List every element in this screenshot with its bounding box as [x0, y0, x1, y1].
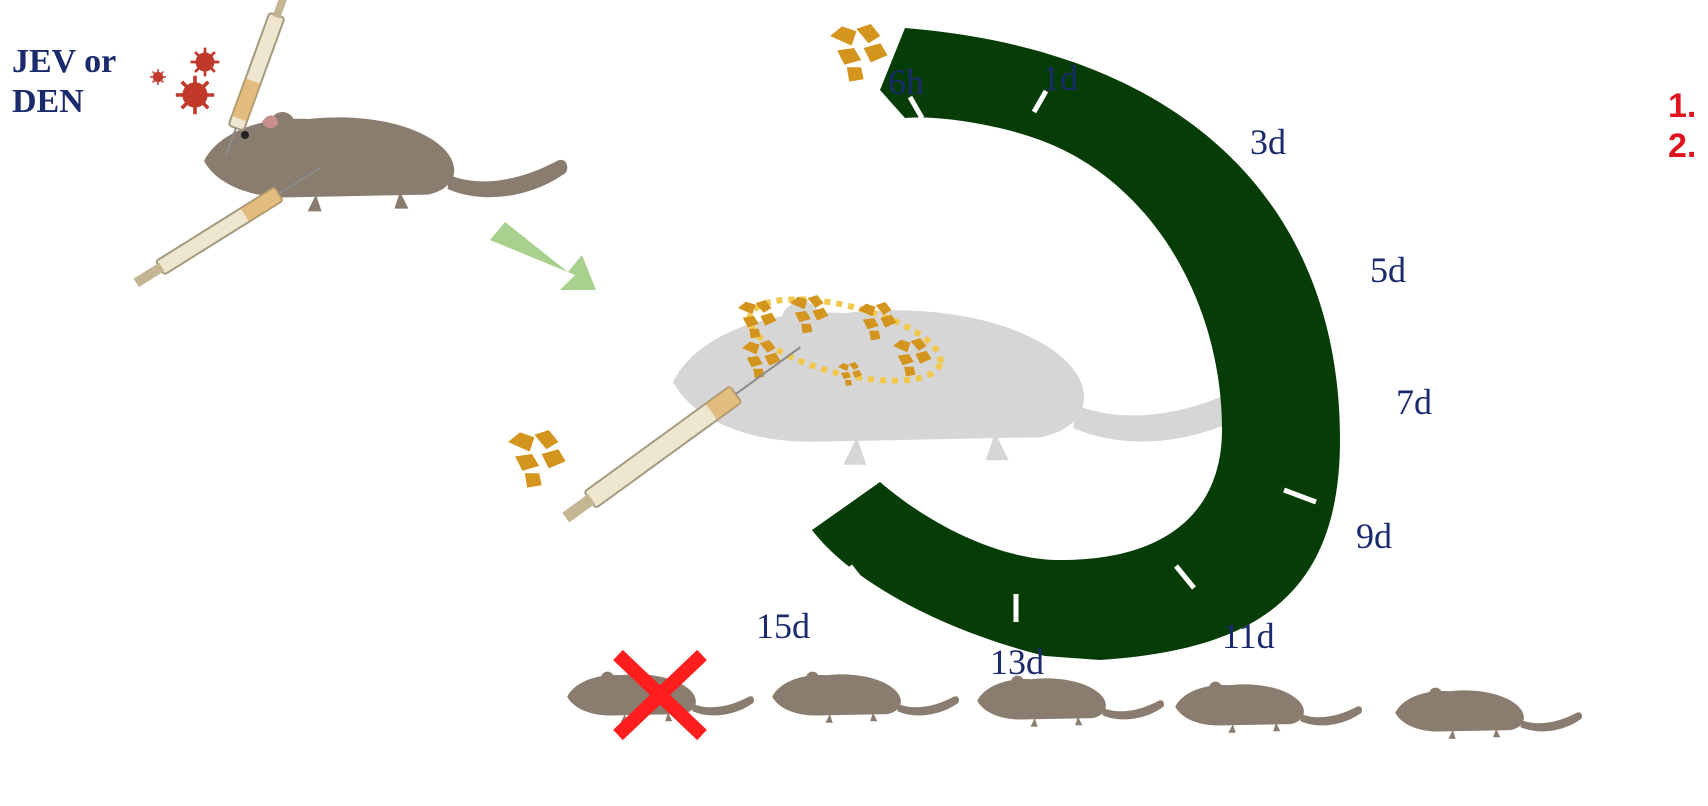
timepoint-13d: 13d — [990, 644, 1044, 680]
timepoint-7d: 7d — [1396, 384, 1432, 420]
mouse-row — [567, 672, 1582, 739]
timepoint-15d: 15d — [756, 608, 810, 644]
timepoint-9d: 9d — [1356, 518, 1392, 554]
list-item: 1. — [1668, 86, 1696, 126]
virus-label-line1: JEV or — [12, 42, 116, 82]
mouse-icon — [1175, 682, 1362, 733]
timepoint-1d: 1d — [1042, 60, 1078, 96]
mouse-icon — [977, 676, 1164, 727]
timepoint-3d: 3d — [1250, 124, 1286, 160]
virus-label-line2: DEN — [12, 82, 116, 122]
timepoint-5d: 5d — [1370, 252, 1406, 288]
mouse-icon — [772, 672, 959, 723]
virus-label: JEV or DEN — [12, 42, 116, 122]
virus-icon — [150, 48, 219, 115]
list-item: 2. — [1668, 126, 1696, 166]
mouse-icon — [1395, 688, 1582, 739]
timepoint-6h: 6h — [888, 64, 924, 100]
numbered-list: 1. 2. — [1668, 86, 1696, 166]
timepoint-11d: 11d — [1222, 618, 1275, 654]
process-arrow — [490, 222, 596, 290]
implanted-mouse — [673, 302, 1270, 465]
